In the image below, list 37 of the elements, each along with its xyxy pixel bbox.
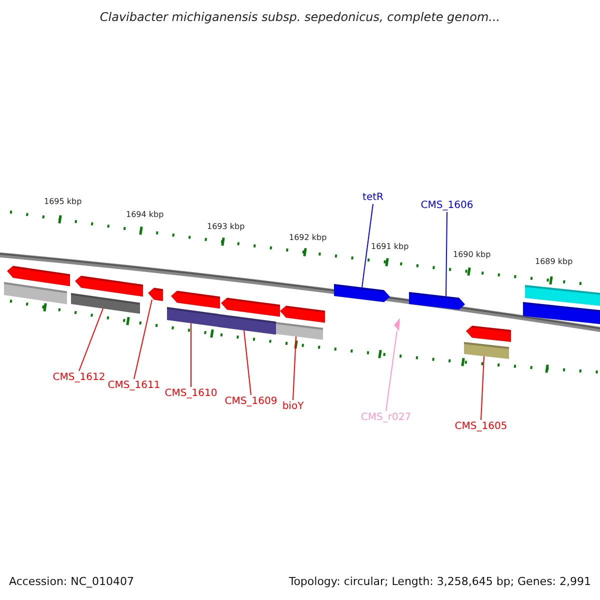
leader-line bbox=[480, 356, 484, 420]
gene-label: CMS_1605 bbox=[454, 420, 508, 433]
leader-line bbox=[244, 330, 252, 396]
tick-label: 1689 kbp bbox=[535, 256, 573, 268]
tick-label: 1691 kbp bbox=[371, 241, 409, 253]
gene-block bbox=[408, 292, 465, 310]
gene-label: CMS_1612 bbox=[52, 371, 106, 384]
footer-text: Topology: circular; Length: 3,258,645 bp; Genes: 2,991 bbox=[288, 575, 591, 588]
tick-label: 1695 kbp bbox=[44, 196, 82, 208]
gene-label: tetR bbox=[362, 191, 384, 204]
gene-bar bbox=[70, 293, 140, 314]
leader-line bbox=[386, 330, 398, 412]
gene-bar bbox=[276, 322, 324, 340]
gene-block bbox=[334, 284, 390, 302]
gene-bar bbox=[166, 307, 218, 327]
footer-text: Accession: NC_010407 bbox=[9, 575, 134, 588]
gene-bar bbox=[218, 314, 276, 335]
gene-triangle bbox=[394, 318, 400, 331]
tick-label: 1690 kbp bbox=[453, 249, 491, 261]
gene-label: bioY bbox=[282, 400, 304, 413]
gene-label: CMS_1609 bbox=[224, 395, 278, 408]
leader-line bbox=[446, 212, 448, 297]
gene-label: CMS_r027 bbox=[360, 411, 412, 424]
leader-line bbox=[292, 336, 296, 400]
gene-block bbox=[148, 288, 164, 302]
tick-label: 1694 kbp bbox=[126, 209, 164, 221]
gene-label: CMS_1610 bbox=[164, 387, 218, 400]
leader-line bbox=[190, 322, 192, 388]
gene-label: CMS_1606 bbox=[420, 199, 474, 212]
leader-line bbox=[78, 308, 104, 372]
leader-line bbox=[362, 204, 374, 288]
gene-label: CMS_1611 bbox=[108, 379, 160, 392]
tick-label: 1693 kbp bbox=[207, 221, 245, 233]
gene-bar bbox=[464, 342, 510, 359]
tick-label: 1692 kbp bbox=[289, 232, 327, 244]
title: Clavibacter michiganensis subsp. sepedonicus, complete genom... bbox=[100, 11, 500, 24]
leader-line bbox=[134, 299, 152, 380]
